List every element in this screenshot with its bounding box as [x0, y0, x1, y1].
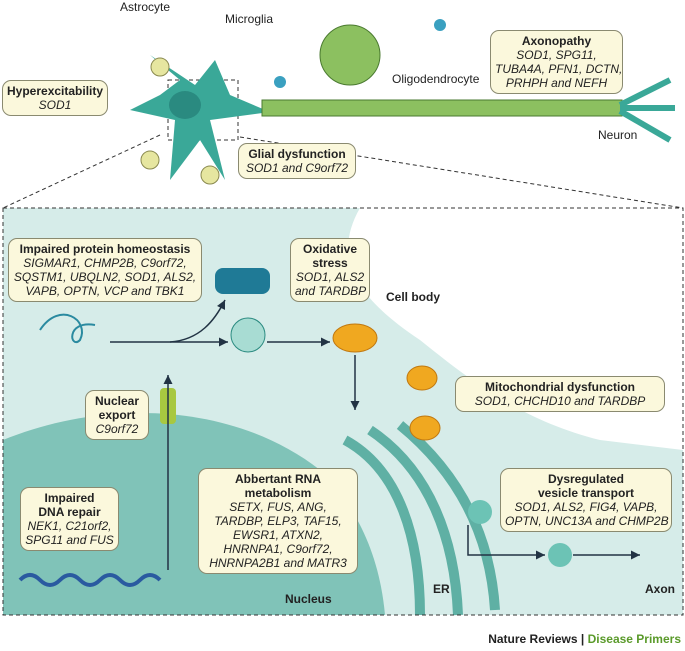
misfolded-protein-icon — [39, 313, 96, 343]
box-title: export — [98, 408, 136, 422]
label-oligodendrocyte: Oligodendrocyte — [392, 72, 480, 86]
box-genes: C9orf72 — [95, 422, 139, 436]
box-nuclear-export: Nuclear export C9orf72 — [85, 390, 149, 440]
vesicle-icon — [468, 500, 492, 524]
box-title: Axonopathy — [521, 34, 592, 48]
box-title: Impaired — [44, 491, 95, 505]
box-title: DNA repair — [38, 505, 101, 519]
astrocyte-icon — [200, 165, 220, 185]
box-title: Abbertant RNA — [235, 472, 321, 486]
box-title: Hyperexcitability — [7, 84, 104, 98]
box-oxidative-stress: Oxidative stress SOD1, ALS2 and TARDBP — [290, 238, 370, 302]
box-title: Impaired protein homeostasis — [19, 242, 191, 256]
box-genes: SOD1 and C9orf72 — [245, 161, 349, 175]
label-axon: Axon — [645, 582, 675, 596]
box-genes: PRHPH and NEFH — [505, 76, 608, 90]
box-rna-metabolism: Abbertant RNA metabolism SETX, FUS, ANG,… — [198, 468, 358, 574]
box-genes: HNRNPA1, C9orf72, — [223, 542, 333, 556]
box-genes: SPG11 and FUS — [25, 533, 114, 547]
box-protein-homeostasis: Impaired protein homeostasis SIGMAR1, CH… — [8, 238, 202, 302]
box-title: Dysregulated — [547, 472, 625, 486]
astrocyte-icon — [140, 150, 160, 170]
box-title: Oxidative — [302, 242, 358, 256]
label-cell-body: Cell body — [386, 290, 441, 304]
series-name: Disease Primers — [587, 632, 681, 646]
label-astrocyte: Astrocyte — [120, 0, 171, 14]
neuron-illustration — [130, 19, 675, 185]
box-genes: NEK1, C21orf2, — [27, 519, 112, 533]
box-genes: SIGMAR1, CHMP2B, C9orf72, — [23, 256, 187, 270]
box-genes: HNRNPA2B1 and MATR3 — [209, 556, 347, 570]
dna-icon — [18, 573, 162, 587]
box-title: metabolism — [244, 486, 312, 500]
microglia-icon — [274, 76, 286, 88]
box-title: stress — [312, 256, 348, 270]
box-genes: SOD1, CHCHD10 and TARDBP — [474, 394, 646, 408]
mitochondrion-icon — [332, 323, 378, 353]
box-title: vesicle transport — [537, 486, 635, 500]
box-dna-repair: Impaired DNA repair NEK1, C21orf2, SPG11… — [20, 487, 119, 551]
proteasome-icon — [215, 268, 270, 294]
box-vesicle-transport: Dysregulated vesicle transport SOD1, ALS… — [500, 468, 672, 532]
microglia-icon — [434, 19, 446, 31]
er-shape — [342, 421, 500, 616]
box-genes: TUBA4A, PFN1, DCTN, — [495, 62, 623, 76]
box-genes: SQSTM1, UBQLN2, SOD1, ALS2, — [13, 270, 197, 284]
label-neuron: Neuron — [598, 128, 638, 142]
label-microglia: Microglia — [225, 12, 274, 26]
box-genes: SOD1, ALS2 — [295, 270, 365, 284]
box-glial-dysfunction: Glial dysfunction SOD1 and C9orf72 — [238, 143, 356, 179]
box-genes: SOD1 — [38, 98, 72, 112]
label-er: ER — [433, 582, 450, 596]
journal-name: Nature Reviews — [488, 632, 578, 646]
separator: | — [577, 632, 588, 646]
box-genes: and TARDBP — [295, 284, 367, 298]
box-hyperexcitability: Hyperexcitability SOD1 — [2, 80, 108, 116]
label-nucleus: Nucleus — [285, 592, 332, 606]
box-genes: EWSR1, ATXN2, — [232, 528, 324, 542]
mitochondrion-icon — [409, 415, 441, 441]
box-genes: TARDBP, ELP3, TAF15, — [214, 514, 342, 528]
box-title: Mitochondrial dysfunction — [485, 380, 635, 394]
oligodendrocyte-icon — [319, 24, 381, 86]
autophagosome-icon — [230, 317, 266, 353]
box-mitochondrial-dysfunction: Mitochondrial dysfunction SOD1, CHCHD10 … — [455, 376, 665, 412]
box-genes: SOD1, SPG11, — [516, 48, 597, 62]
astrocyte-icon — [150, 57, 170, 77]
box-genes: SETX, FUS, ANG, — [229, 500, 327, 514]
box-axonopathy: Axonopathy SOD1, SPG11, TUBA4A, PFN1, DC… — [490, 30, 623, 94]
box-genes: VAPB, OPTN, VCP and TBK1 — [25, 284, 185, 298]
box-title: Glial dysfunction — [248, 147, 346, 161]
footer-credit: Nature Reviews | Disease Primers — [488, 632, 681, 646]
mitochondrion-icon — [406, 365, 438, 391]
box-genes: OPTN, UNC13A and CHMP2B — [505, 514, 669, 528]
box-genes: SOD1, ALS2, FIG4, VAPB, — [514, 500, 658, 514]
vesicle-icon — [548, 543, 572, 567]
box-title: Nuclear — [94, 394, 140, 408]
